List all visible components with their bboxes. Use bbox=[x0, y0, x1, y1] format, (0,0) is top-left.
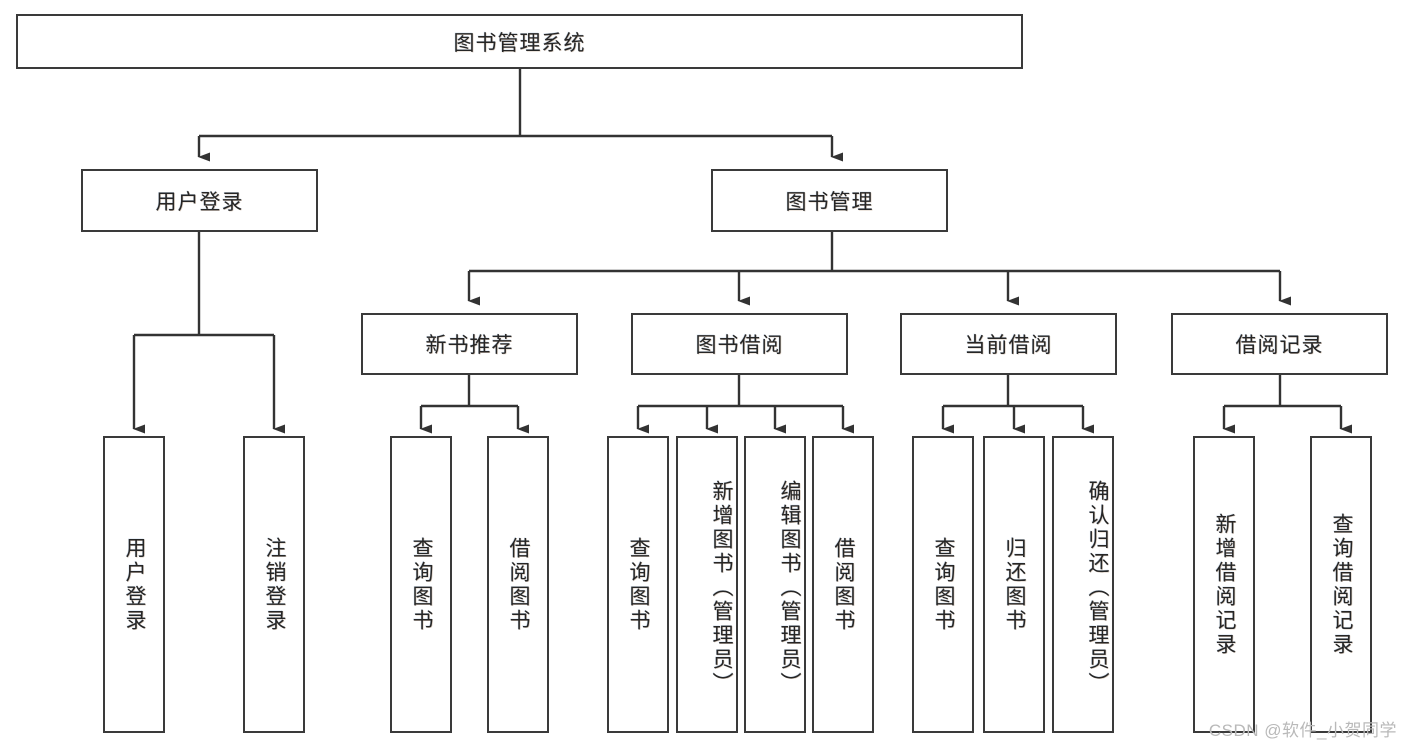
node-book-management[interactable]: 图书管理 bbox=[711, 169, 948, 232]
leaf-edit-book-admin[interactable]: 编辑图书（管理员） bbox=[744, 436, 806, 733]
node-borrow-record[interactable]: 借阅记录 bbox=[1171, 313, 1388, 375]
leaf-query-book-recommend[interactable]: 查询图书 bbox=[390, 436, 452, 733]
leaf-borrow-book[interactable]: 借阅图书 bbox=[812, 436, 874, 733]
leaf-query-book-borrow[interactable]: 查询图书 bbox=[607, 436, 669, 733]
leaf-user-login[interactable]: 用户登录 bbox=[103, 436, 165, 733]
leaf-logout[interactable]: 注销登录 bbox=[243, 436, 305, 733]
node-current-borrow[interactable]: 当前借阅 bbox=[900, 313, 1117, 375]
leaf-add-book-admin[interactable]: 新增图书（管理员） bbox=[676, 436, 738, 733]
leaf-return-book[interactable]: 归还图书 bbox=[983, 436, 1045, 733]
watermark: CSDN @软件_小贺同学 bbox=[1208, 721, 1397, 740]
leaf-add-borrow-record[interactable]: 新增借阅记录 bbox=[1193, 436, 1255, 733]
leaf-confirm-return-admin[interactable]: 确认归还（管理员） bbox=[1052, 436, 1114, 733]
leaf-query-borrow-record[interactable]: 查询借阅记录 bbox=[1310, 436, 1372, 733]
node-root[interactable]: 图书管理系统 bbox=[16, 14, 1023, 69]
leaf-query-book-current[interactable]: 查询图书 bbox=[912, 436, 974, 733]
node-new-book-recommend[interactable]: 新书推荐 bbox=[361, 313, 578, 375]
node-book-borrow[interactable]: 图书借阅 bbox=[631, 313, 848, 375]
node-user-login[interactable]: 用户登录 bbox=[81, 169, 318, 232]
leaf-borrow-book-recommend[interactable]: 借阅图书 bbox=[487, 436, 549, 733]
